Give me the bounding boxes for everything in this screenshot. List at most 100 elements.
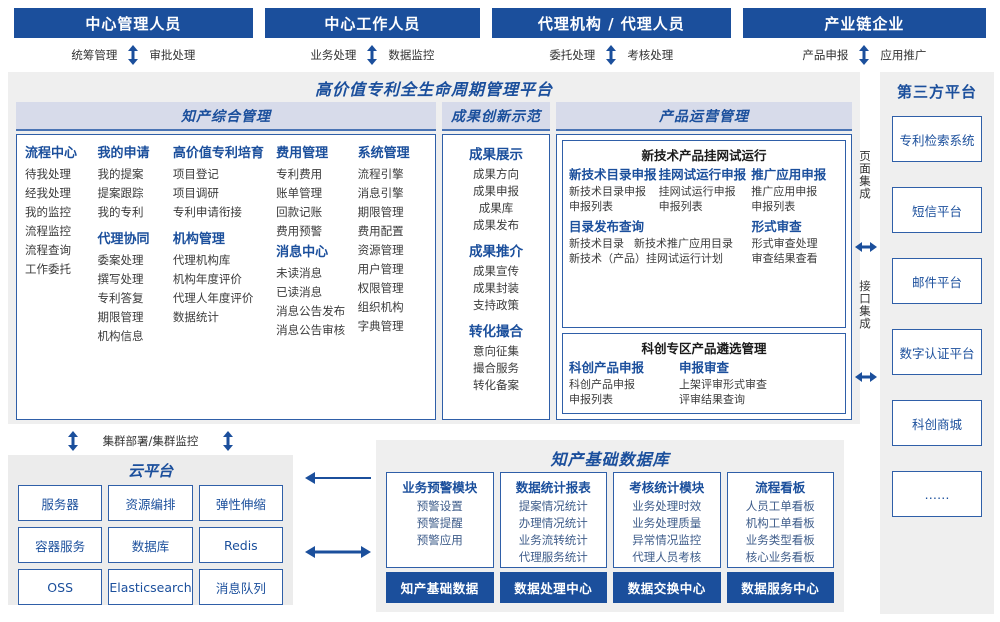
- menu-item[interactable]: 账单管理: [276, 186, 323, 200]
- db-footer-base-data[interactable]: 知产基础数据: [386, 572, 494, 603]
- cloud-item-message-queue[interactable]: 消息队列: [198, 569, 283, 605]
- menu-item[interactable]: 消息公告审核: [276, 323, 346, 337]
- cloud-item-elastic-scaling[interactable]: 弹性伸缩: [198, 485, 283, 521]
- third-party-item-sms[interactable]: 短信平台: [892, 187, 982, 233]
- db-item[interactable]: 人员工单看板: [745, 499, 815, 513]
- menu-item[interactable]: 回款记账: [276, 205, 323, 219]
- role-card-3[interactable]: 代理机构 / 代理人员: [491, 8, 731, 38]
- menu-item[interactable]: 专利费用: [276, 167, 323, 181]
- menu-item[interactable]: 成果库: [478, 201, 514, 215]
- menu-item[interactable]: 流程查询: [25, 243, 71, 257]
- menu-item[interactable]: 新技术推广应用目录: [634, 237, 733, 250]
- menu-item[interactable]: 消息引擎: [357, 186, 404, 200]
- menu-item[interactable]: 机构年度评价: [172, 272, 242, 286]
- menu-item[interactable]: 资源管理: [357, 243, 404, 257]
- db-item[interactable]: 代理服务统计: [518, 550, 588, 564]
- role-card-2[interactable]: 中心工作人员: [264, 8, 480, 38]
- menu-item[interactable]: 撮合服务: [473, 361, 519, 375]
- menu-item[interactable]: 流程监控: [25, 224, 71, 238]
- menu-item[interactable]: 代理机构库: [172, 253, 231, 267]
- menu-item[interactable]: 期限管理: [357, 205, 404, 219]
- menu-item[interactable]: 科创产品申报: [569, 378, 635, 391]
- menu-item[interactable]: 挂网试运行申报: [658, 185, 736, 198]
- menu-item[interactable]: 申报列表: [569, 393, 613, 406]
- db-item[interactable]: 异常情况监控: [632, 533, 702, 547]
- menu-item[interactable]: 成果方向: [473, 167, 519, 181]
- menu-item[interactable]: 我的提案: [97, 167, 144, 181]
- menu-item[interactable]: 我的监控: [25, 205, 71, 219]
- third-party-item-patent-search[interactable]: 专利检索系统: [892, 116, 982, 162]
- menu-item[interactable]: 申报列表: [751, 200, 796, 213]
- menu-item[interactable]: 专利申请衔接: [172, 205, 242, 219]
- menu-item[interactable]: 机构信息: [97, 329, 144, 343]
- menu-item[interactable]: 审查结果查看: [751, 252, 818, 265]
- cloud-item-elasticsearch[interactable]: Elasticsearch: [108, 569, 193, 605]
- menu-item[interactable]: 数据统计: [172, 310, 219, 324]
- third-party-item-digital-cert[interactable]: 数字认证平台: [892, 329, 982, 375]
- menu-item[interactable]: 经我处理: [25, 186, 71, 200]
- menu-item[interactable]: 委案处理: [97, 253, 144, 267]
- menu-item[interactable]: 费用预警: [276, 224, 323, 238]
- db-item[interactable]: 机构工单看板: [745, 516, 815, 530]
- menu-item[interactable]: 用户管理: [357, 262, 404, 276]
- cloud-item-oss[interactable]: OSS: [18, 569, 103, 605]
- menu-item[interactable]: 上架评审形式审查: [679, 378, 767, 391]
- menu-item[interactable]: 权限管理: [357, 281, 404, 295]
- menu-item[interactable]: 字典管理: [357, 319, 404, 333]
- menu-item[interactable]: 成果申报: [473, 184, 519, 198]
- menu-item[interactable]: 我的专利: [97, 205, 144, 219]
- menu-item[interactable]: 消息公告发布: [276, 304, 346, 318]
- db-item[interactable]: 业务处理时效: [632, 499, 702, 513]
- menu-item[interactable]: 新技术目录申报: [569, 185, 646, 198]
- menu-item[interactable]: 项目调研: [172, 186, 219, 200]
- menu-item[interactable]: 新技术（产品）挂网试运行计划: [569, 252, 723, 265]
- db-footer-service-center[interactable]: 数据服务中心: [726, 572, 834, 603]
- cloud-item-container-service[interactable]: 容器服务: [18, 527, 103, 563]
- cloud-item-resource-orchestration[interactable]: 资源编排: [108, 485, 193, 521]
- role-card-1[interactable]: 中心管理人员: [14, 8, 253, 38]
- db-item[interactable]: 代理人员考核: [632, 550, 702, 564]
- cloud-item-database[interactable]: 数据库: [108, 527, 193, 563]
- menu-item[interactable]: 已读消息: [276, 285, 323, 299]
- menu-item[interactable]: 期限管理: [97, 310, 144, 324]
- menu-item[interactable]: 专利答复: [97, 291, 144, 305]
- menu-item[interactable]: 撰写处理: [97, 272, 144, 286]
- db-item[interactable]: 业务流转统计: [518, 533, 588, 547]
- menu-item[interactable]: 待我处理: [25, 167, 71, 181]
- menu-item[interactable]: 未读消息: [276, 266, 323, 280]
- menu-item[interactable]: 支持政策: [473, 298, 519, 312]
- menu-item[interactable]: 流程引擎: [357, 167, 404, 181]
- menu-item[interactable]: 推广应用申报: [751, 185, 818, 198]
- db-item[interactable]: 预警设置: [416, 499, 463, 513]
- menu-item[interactable]: 费用配置: [357, 224, 404, 238]
- menu-item[interactable]: 新技术目录: [569, 237, 624, 250]
- menu-item[interactable]: 代理人年度评价: [172, 291, 254, 305]
- cloud-item-server[interactable]: 服务器: [18, 485, 103, 521]
- db-item[interactable]: 提案情况统计: [518, 499, 588, 513]
- db-item[interactable]: 预警应用: [416, 533, 463, 547]
- menu-item[interactable]: 成果宣传: [473, 264, 519, 278]
- db-item[interactable]: 业务类型看板: [745, 533, 815, 547]
- menu-item[interactable]: 成果发布: [473, 218, 519, 232]
- menu-item[interactable]: 组织机构: [357, 300, 404, 314]
- menu-item[interactable]: 工作委托: [25, 262, 71, 276]
- cloud-item-redis[interactable]: Redis: [198, 527, 283, 563]
- db-footer-processing-center[interactable]: 数据处理中心: [499, 572, 607, 603]
- menu-item[interactable]: 成果封装: [473, 281, 519, 295]
- menu-item[interactable]: 意向征集: [473, 344, 519, 358]
- db-item[interactable]: 业务处理质量: [632, 516, 702, 530]
- menu-item[interactable]: 项目登记: [172, 167, 219, 181]
- third-party-item-innovation-mall[interactable]: 科创商城: [892, 400, 982, 446]
- role-card-4[interactable]: 产业链企业: [742, 8, 987, 38]
- menu-item[interactable]: 形式审查处理: [751, 237, 818, 250]
- menu-item[interactable]: 转化备案: [473, 378, 519, 392]
- db-item[interactable]: 办理情况统计: [518, 516, 588, 530]
- menu-item[interactable]: 申报列表: [658, 200, 703, 213]
- menu-item[interactable]: 提案跟踪: [97, 186, 144, 200]
- third-party-item-more[interactable]: ……: [892, 471, 982, 517]
- menu-item[interactable]: 评审结果查询: [679, 393, 745, 406]
- menu-item[interactable]: 申报列表: [569, 200, 613, 213]
- db-item[interactable]: 预警提醒: [416, 516, 463, 530]
- db-item[interactable]: 核心业务看板: [745, 550, 815, 564]
- db-footer-exchange-center[interactable]: 数据交换中心: [613, 572, 721, 603]
